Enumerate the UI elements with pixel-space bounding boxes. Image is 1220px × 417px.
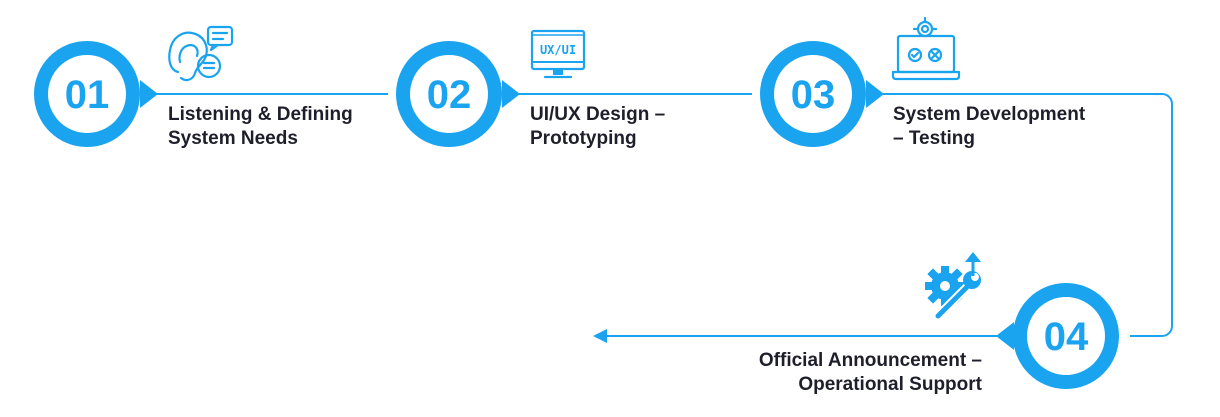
step-01-node: 01 bbox=[34, 41, 158, 147]
step-04-number: 04 bbox=[1044, 315, 1089, 359]
laptop-gear-check-icon bbox=[891, 16, 961, 81]
step-03-node: 03 bbox=[760, 41, 884, 147]
ear-speech-bubbles-icon bbox=[168, 25, 234, 82]
step-03-number: 03 bbox=[791, 73, 836, 117]
step-02-label: UI/UX Design – Prototyping bbox=[530, 104, 666, 149]
step-04-node: 04 bbox=[996, 283, 1119, 389]
step-01-number: 01 bbox=[65, 73, 110, 117]
step-01-label: Listening & Defining System Needs bbox=[168, 104, 353, 149]
step-02-number: 02 bbox=[427, 73, 472, 117]
gear-wrench-upload-icon bbox=[925, 252, 981, 321]
end-arrowhead bbox=[593, 329, 607, 343]
step-02-node: 02 bbox=[396, 41, 520, 147]
connector-03-04 bbox=[880, 93, 1173, 337]
ux-ui-monitor-icon: UX/UI bbox=[530, 29, 586, 79]
step-03-label: System Development – Testing bbox=[893, 104, 1086, 149]
step-04-label: Official Announcement – Operational Supp… bbox=[758, 350, 982, 395]
ux-ui-icon-text: UX/UI bbox=[540, 43, 576, 57]
